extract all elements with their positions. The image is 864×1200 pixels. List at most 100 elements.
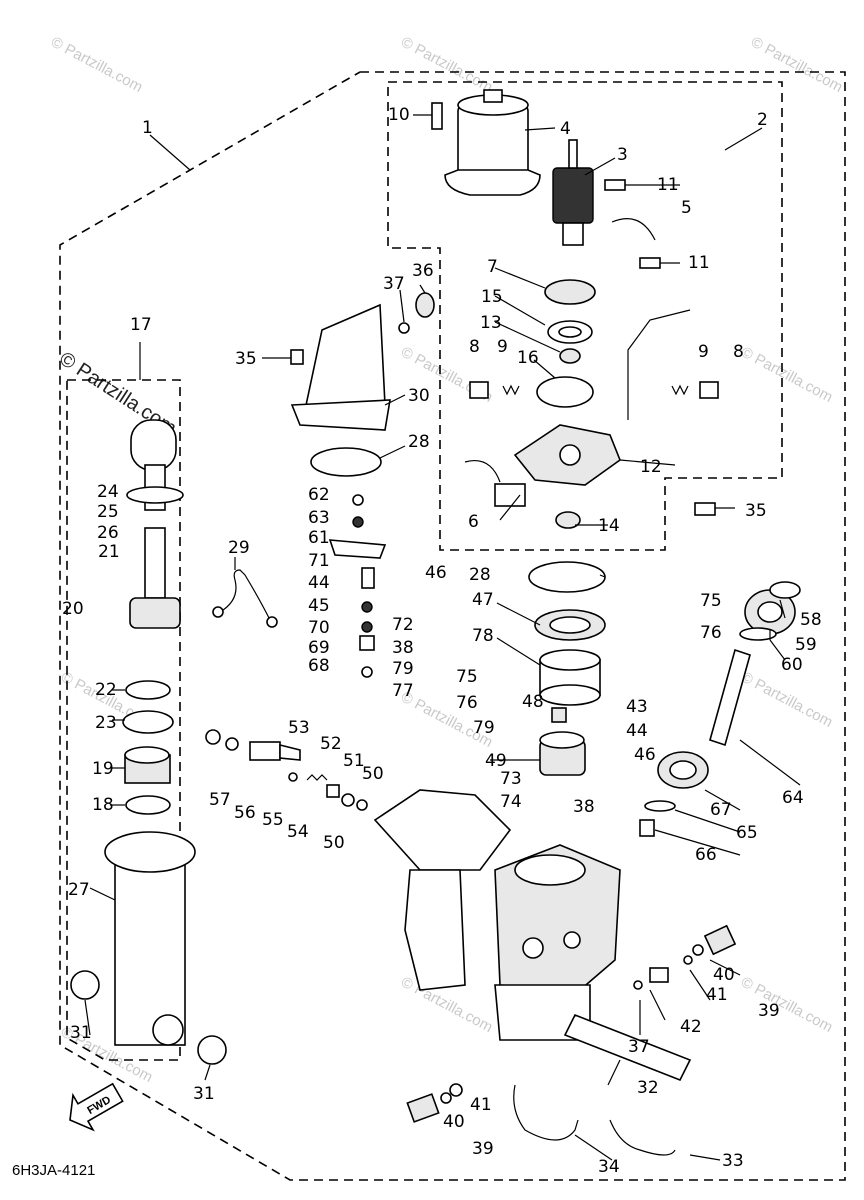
- oring-28-top: [310, 447, 382, 477]
- callout-7: 7: [487, 257, 498, 277]
- brush-8-right: [699, 381, 719, 399]
- callout-18: 18: [92, 795, 114, 815]
- callout-31b: 31: [193, 1084, 215, 1104]
- bolt-11-top: [604, 179, 626, 191]
- callout-55: 55: [262, 810, 284, 830]
- callout-48: 48: [522, 692, 544, 712]
- cap-67: [657, 751, 709, 789]
- callout-43: 43: [626, 697, 648, 717]
- part-14: [555, 511, 581, 529]
- part-45: [361, 601, 373, 613]
- callout-67: 67: [710, 800, 732, 820]
- motor-housing: [444, 89, 541, 196]
- callout-60: 60: [781, 655, 803, 675]
- callout-79a: 79: [392, 659, 414, 679]
- callout-37b: 37: [628, 1037, 650, 1057]
- callout-75a: 75: [700, 591, 722, 611]
- outline-motor-2: [387, 81, 783, 551]
- tilt-rod: [126, 419, 184, 629]
- part-68: [361, 666, 373, 678]
- bolt-35-right: [694, 502, 716, 516]
- part-13: [559, 348, 581, 364]
- part-71: [361, 567, 375, 589]
- callout-74: 74: [500, 792, 522, 812]
- callout-21: 21: [98, 542, 120, 562]
- relief-valve-55: [249, 741, 301, 761]
- callout-12: 12: [640, 457, 662, 477]
- callout-61: 61: [308, 528, 330, 548]
- seal-23: [122, 710, 174, 734]
- leader-lines: [84, 114, 801, 1161]
- callout-25: 25: [97, 502, 119, 522]
- drawing-code: 6H3JA-4121: [12, 1162, 95, 1179]
- fitting-42: [649, 967, 669, 983]
- callout-59: 59: [795, 635, 817, 655]
- callout-77: 77: [392, 681, 414, 701]
- spring-9-right: [671, 384, 689, 396]
- part-70: [361, 621, 373, 633]
- callout-35a: 35: [235, 349, 257, 369]
- callout-68: 68: [308, 656, 330, 676]
- callout-31a: 31: [70, 1023, 92, 1043]
- oring-40-right: [692, 944, 704, 956]
- callouts: 1 2 3 4 5 6 7 8 8 9 9 10 11 11 12 13 14 …: [62, 105, 822, 1177]
- oring-41-right: [683, 955, 693, 965]
- callout-5: 5: [681, 198, 692, 218]
- callout-9a: 9: [497, 337, 508, 357]
- oring-40-lower: [440, 1092, 452, 1104]
- callout-1: 1: [142, 118, 153, 138]
- callout-65: 65: [736, 823, 758, 843]
- callout-56: 56: [234, 803, 256, 823]
- callout-10: 10: [388, 105, 410, 125]
- oring-22: [125, 680, 171, 700]
- ring-78: [539, 649, 601, 706]
- callout-51: 51: [343, 751, 365, 771]
- callout-38a: 38: [392, 638, 414, 658]
- callout-28a: 28: [408, 432, 430, 452]
- callout-54: 54: [287, 822, 309, 842]
- callout-15: 15: [481, 287, 503, 307]
- callout-63: 63: [308, 508, 330, 528]
- brush-8-left: [469, 381, 489, 399]
- rod-64: [709, 648, 751, 747]
- callout-39a: 39: [758, 1001, 780, 1021]
- oring-50: [356, 799, 368, 811]
- callout-26: 26: [97, 523, 119, 543]
- callout-62: 62: [308, 485, 330, 505]
- watermark-text: © Partzilla.com: [748, 34, 845, 96]
- fitting-39-lower: [406, 1093, 440, 1123]
- watermark-text: © Partzilla.com: [738, 344, 835, 406]
- part-52: [326, 784, 340, 798]
- main-body: [373, 789, 621, 1041]
- part-62: [352, 494, 364, 506]
- pipe-33: [609, 1119, 676, 1156]
- callout-41b: 41: [470, 1095, 492, 1115]
- pipe-34: [513, 1084, 579, 1141]
- brush-lead-5: [611, 218, 656, 241]
- callout-79b: 79: [473, 718, 495, 738]
- shaft-32: [563, 1013, 692, 1082]
- bushing-31-left: [70, 970, 100, 1000]
- callout-27: 27: [68, 880, 90, 900]
- callout-46a: 46: [425, 563, 447, 583]
- plug-36: [415, 292, 435, 318]
- callout-29: 29: [228, 538, 250, 558]
- spring-53: [306, 774, 328, 781]
- callout-70: 70: [308, 618, 330, 638]
- callout-45: 45: [308, 596, 330, 616]
- callout-4: 4: [560, 119, 571, 139]
- callout-71: 71: [308, 551, 330, 571]
- callout-73: 73: [500, 769, 522, 789]
- watermark-text: © Partzilla.com: [738, 669, 835, 731]
- callout-3: 3: [617, 145, 628, 165]
- callout-17: 17: [130, 315, 152, 335]
- reservoir-30: [290, 303, 391, 431]
- piston-19: [124, 746, 171, 784]
- clip-57: [205, 729, 221, 745]
- callout-42: 42: [680, 1017, 702, 1037]
- callout-32: 32: [637, 1078, 659, 1098]
- callout-14: 14: [598, 516, 620, 536]
- callout-40b: 40: [443, 1112, 465, 1132]
- callout-35b: 35: [745, 501, 767, 521]
